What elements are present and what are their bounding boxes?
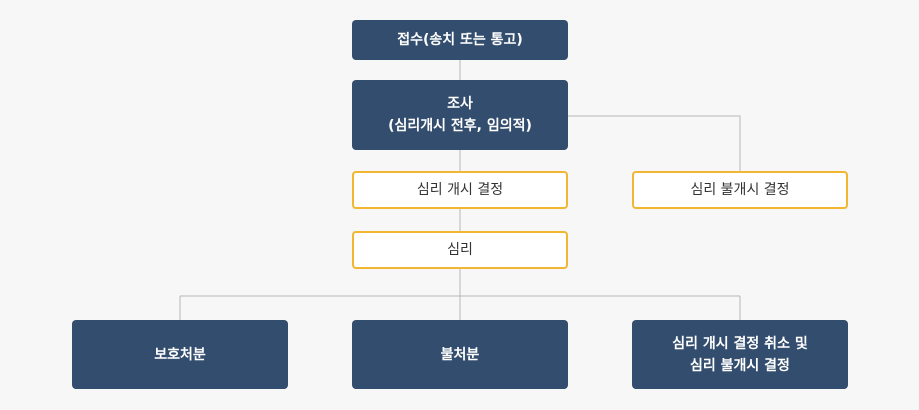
node-cancel-hearing: 심리 개시 결정 취소 및 심리 불개시 결정	[632, 320, 848, 389]
node-no-hearing-decision: 심리 불개시 결정	[632, 171, 848, 209]
node-protective-disposition-label: 보호처분	[154, 346, 206, 363]
node-hearing: 심리	[352, 231, 568, 269]
node-no-disposition-label: 불처분	[440, 346, 480, 363]
node-cancel-hearing-line1: 심리 개시 결정 취소 및	[672, 335, 808, 352]
node-hearing-start-label: 심리 개시 결정	[416, 182, 504, 198]
connector-investigation-no-hearing	[567, 115, 741, 171]
node-investigation: 조사 (심리개시 전후, 임의적)	[352, 80, 568, 150]
node-reception-label: 접수(송치 또는 통고)	[397, 32, 523, 48]
node-cancel-hearing-line2: 심리 불개시 결정	[690, 357, 790, 374]
node-investigation-title: 조사	[447, 96, 473, 112]
node-hearing-start-decision: 심리 개시 결정	[352, 171, 568, 209]
node-protective-disposition: 보호처분	[72, 320, 288, 389]
node-reception: 접수(송치 또는 통고)	[352, 20, 568, 60]
node-no-disposition: 불처분	[352, 320, 568, 389]
node-investigation-subtitle: (심리개시 전후, 임의적)	[388, 118, 532, 134]
node-hearing-label: 심리	[447, 242, 473, 258]
node-no-hearing-label: 심리 불개시 결정	[690, 182, 790, 198]
